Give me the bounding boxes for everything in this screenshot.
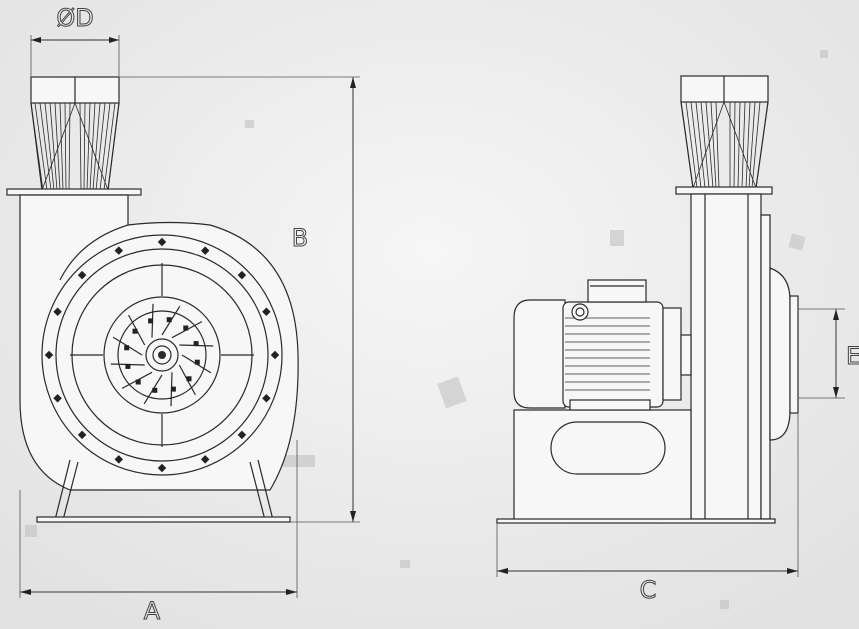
dimension-width: A xyxy=(19,440,298,626)
side-housing xyxy=(690,193,762,520)
label-outlet: E xyxy=(846,342,859,370)
impeller-rivet xyxy=(132,328,138,334)
dimension-diameter: ØD xyxy=(30,4,120,77)
impeller-rivet xyxy=(152,387,158,393)
dimension-depth: C xyxy=(496,413,799,605)
flange-bolt xyxy=(77,430,87,440)
impeller-rivet xyxy=(135,379,141,385)
flange-bolt xyxy=(44,350,54,360)
flange-bolt xyxy=(237,430,247,440)
flange-bolt xyxy=(200,246,210,255)
impeller-rivet xyxy=(193,341,199,347)
flange-bolt xyxy=(270,350,280,360)
flange-bolt xyxy=(53,307,62,317)
front-flange-inner xyxy=(55,248,269,462)
flange-bolt xyxy=(237,270,247,280)
front-impeller-outer xyxy=(103,296,221,414)
label-diameter: ØD xyxy=(56,4,93,32)
impeller-rivet xyxy=(148,318,154,324)
impeller-rivet xyxy=(183,325,189,331)
front-support-legs xyxy=(54,459,274,521)
pedestal-opening xyxy=(550,421,666,475)
front-flange-bolts xyxy=(44,237,280,473)
front-flange-outer xyxy=(41,234,283,476)
flange-bolt xyxy=(114,246,124,255)
impeller-rivet xyxy=(194,359,200,365)
impeller-rivet xyxy=(166,317,172,323)
label-width: A xyxy=(144,597,161,625)
flange-bolt xyxy=(200,455,210,464)
flange-bolt xyxy=(157,237,167,247)
flange-bolt xyxy=(262,393,271,403)
flange-bolt xyxy=(157,463,167,473)
side-inlet-cone xyxy=(675,75,773,195)
front-base-plate xyxy=(36,516,291,523)
front-impeller-blades xyxy=(110,303,214,407)
label-depth: C xyxy=(640,576,657,604)
flange-bolt xyxy=(114,455,124,464)
impeller-rivet xyxy=(170,386,176,392)
front-view xyxy=(6,76,299,523)
side-view xyxy=(496,75,799,524)
side-base-plate xyxy=(496,518,776,524)
label-height: B xyxy=(292,224,308,252)
dimension-height: B xyxy=(120,76,360,523)
impeller-rivet xyxy=(186,376,192,382)
front-inlet-cone xyxy=(6,76,142,196)
flange-bolt xyxy=(53,393,62,403)
impeller-rivet xyxy=(124,345,130,351)
impeller-rivet xyxy=(125,363,131,369)
dimension-outlet: E xyxy=(798,308,859,399)
motor xyxy=(513,279,692,411)
side-outlet-flange xyxy=(789,295,799,414)
flange-bolt xyxy=(262,307,271,317)
motor-terminal-box xyxy=(587,279,647,303)
flange-bolt xyxy=(77,270,87,280)
